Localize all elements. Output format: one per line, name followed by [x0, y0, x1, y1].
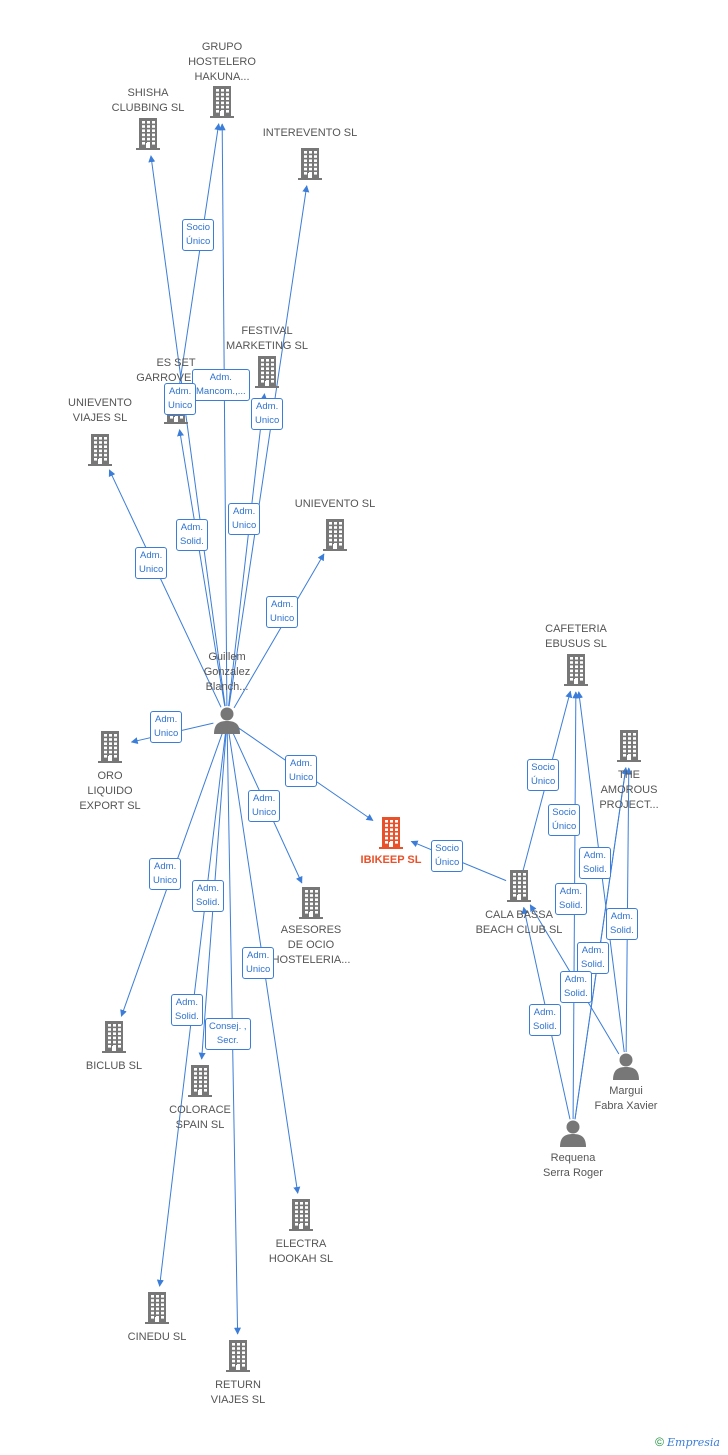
node-label-unievento[interactable]: UNIEVENTO SL [294, 498, 376, 510]
building-icon-electra[interactable] [289, 1199, 313, 1236]
edge-label-e22: Adm. Solid. [606, 908, 638, 940]
edge-label-e17: Socio Único [431, 840, 464, 872]
building-icon-grupo[interactable] [210, 86, 234, 123]
edge-line [218, 123, 228, 707]
edge-line [148, 155, 226, 707]
edge-label-e8: Adm. Unico [266, 596, 299, 628]
node-label-interevento[interactable]: INTEREVENTO SL [262, 127, 358, 139]
node-label-univiajes[interactable]: UNIEVENTO VIAJES SL [68, 397, 132, 424]
building-icon-cafeteria[interactable] [564, 654, 588, 691]
edge-label-e24: Adm. Solid. [560, 971, 592, 1003]
edge-label-e16: Consej. , Secr. [205, 1018, 251, 1050]
node-label-shisha[interactable]: SHISHA CLUBBING SL [111, 87, 185, 114]
person-icon-margui[interactable] [612, 1052, 640, 1085]
edge-line [177, 123, 222, 395]
node-label-cinedu[interactable]: CINEDU SL [127, 1331, 187, 1343]
edge-label-e2: Adm. Mancom.,... [192, 369, 250, 401]
building-icon-ibikeep[interactable] [379, 817, 403, 854]
node-label-requena[interactable]: Requena Serra Roger [543, 1152, 603, 1179]
node-label-margui[interactable]: Margui Fabra Xavier [594, 1085, 658, 1112]
building-icon-interevento[interactable] [298, 148, 322, 185]
node-label-calabassa[interactable]: CALA BASSA BEACH CLUB SL [475, 909, 563, 936]
edge-label-e10: Adm. Unico [285, 755, 318, 787]
node-label-grupo[interactable]: GRUPO HOSTELERO HAKUNA... [188, 41, 256, 83]
node-label-ibikeep[interactable]: IBIKEEP SL [360, 854, 422, 866]
edge-label-e1: Socio Único [182, 219, 215, 251]
building-icon-biclub[interactable] [102, 1021, 126, 1058]
copyright-symbol: © [655, 1435, 664, 1449]
edge-label-e11: Adm. Unico [248, 790, 281, 822]
edge-label-e7: Adm. Unico [228, 503, 261, 535]
edge-label-e12: Adm. Unico [149, 858, 182, 890]
edge-label-e23: Adm. Solid. [577, 942, 609, 974]
edge-label-e20: Adm. Solid. [579, 847, 611, 879]
building-icon-cinedu[interactable] [145, 1292, 169, 1329]
person-icon-guillem[interactable] [213, 706, 241, 739]
edge-label-e5: Adm. Solid. [176, 519, 208, 551]
node-label-electra[interactable]: ELECTRA HOOKAH SL [268, 1238, 334, 1265]
building-icon-asesores[interactable] [299, 887, 323, 924]
building-icon-colorace[interactable] [188, 1065, 212, 1102]
building-icon-oro[interactable] [98, 731, 122, 768]
brand-logo[interactable]: Empresia [667, 1436, 720, 1449]
building-icon-festival[interactable] [255, 356, 279, 393]
edge-label-e6: Adm. Unico [135, 547, 168, 579]
node-label-colorace[interactable]: COLORACE SPAIN SL [169, 1104, 231, 1131]
edge-label-e25: Adm. Solid. [529, 1004, 561, 1036]
node-label-asesores[interactable]: ASESORES DE OCIO HOSTELERIA... [271, 924, 351, 966]
building-icon-unievento[interactable] [323, 519, 347, 556]
node-label-cafeteria[interactable]: CAFETERIA EBUSUS SL [545, 623, 607, 650]
node-label-guillem[interactable]: Guillem Gonzalez Blanch... [203, 651, 251, 693]
building-icon-shisha[interactable] [136, 118, 160, 155]
edge-label-e14: Adm. Unico [242, 947, 275, 979]
edge-line [108, 469, 222, 708]
building-icon-return[interactable] [226, 1340, 250, 1377]
building-icon-amorous[interactable] [617, 730, 641, 767]
edge-label-e3: Adm. Unico [164, 383, 197, 415]
edge-label-e21: Adm. Solid. [555, 883, 587, 915]
edge-label-e13: Adm. Solid. [192, 880, 224, 912]
edge-line [228, 185, 310, 707]
edge-label-e18: Socio Único [527, 759, 560, 791]
edge-label-e4: Adm. Unico [251, 398, 284, 430]
footer: ©Empresia [655, 1435, 720, 1449]
edge-label-e15: Adm. Solid. [171, 994, 203, 1026]
edge-line [177, 429, 226, 707]
edge-label-e19: Socio Único [548, 804, 581, 836]
building-icon-calabassa[interactable] [507, 870, 531, 907]
edge-line [228, 393, 268, 707]
building-icon-univiajes[interactable] [88, 434, 112, 471]
person-icon-requena[interactable] [559, 1119, 587, 1152]
node-label-amorous[interactable]: THE AMOROUS PROJECT... [599, 769, 659, 811]
node-label-return[interactable]: RETURN VIAJES SL [210, 1379, 266, 1406]
node-label-biclub[interactable]: BICLUB SL [85, 1060, 143, 1072]
node-label-festival[interactable]: FESTIVAL MARKETING SL [226, 325, 308, 352]
edge-line [233, 553, 325, 709]
edge-label-e9: Adm. Unico [150, 711, 183, 743]
node-label-oro[interactable]: ORO LIQUIDO EXPORT SL [79, 770, 141, 812]
